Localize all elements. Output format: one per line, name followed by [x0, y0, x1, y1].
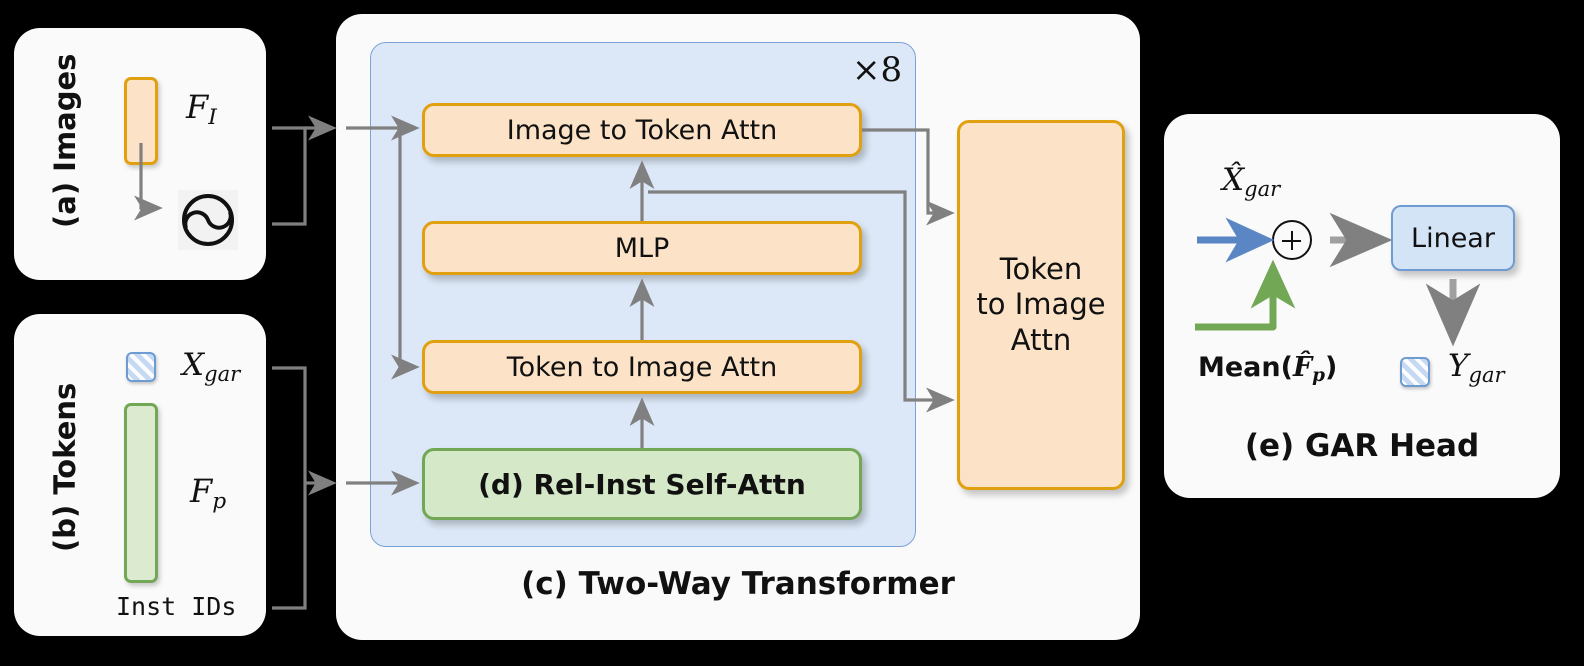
- prompt-feature-symbol: Fp: [190, 472, 226, 514]
- panel-tokens-label: (b) Tokens: [48, 382, 82, 552]
- box-image-to-token-attn[interactable]: Image to Token Attn: [422, 103, 862, 157]
- box-token-to-image-attn[interactable]: Token to Image Attn: [422, 340, 862, 394]
- mean-prefix: Mean(: [1198, 352, 1293, 383]
- mean-suffix: ): [1324, 352, 1338, 383]
- repeat-count-label: ×8: [852, 50, 903, 90]
- linear-layer-box[interactable]: Linear: [1391, 205, 1515, 271]
- box-token-to-image-attn-output[interactable]: Token to Image Attn: [957, 120, 1125, 490]
- gar-output-symbol: Ygar: [1448, 348, 1505, 387]
- gar-output-symbol-sub: gar: [1468, 361, 1505, 387]
- prompt-feature-bar: [124, 403, 158, 583]
- prompt-feature-symbol-sub: p: [212, 489, 227, 515]
- panel-two-way-transformer-caption: (c) Two-Way Transformer: [521, 566, 955, 602]
- gar-output-swatch-icon: [1400, 357, 1430, 387]
- image-feature-symbol-main: F: [186, 88, 209, 126]
- image-encoder-icon: [178, 190, 238, 254]
- gar-head-input-top-main: X̂: [1222, 162, 1245, 198]
- inst-ids-label: Inst IDs: [116, 592, 237, 621]
- box-token-to-image-attn-output-line2: to Image: [976, 287, 1106, 322]
- box-token-to-image-attn-output-line3: Attn: [1010, 322, 1072, 357]
- box-mlp[interactable]: MLP: [422, 221, 862, 275]
- prompt-feature-symbol-main: F: [190, 472, 213, 510]
- gar-token-symbol-main: X: [182, 347, 205, 383]
- box-rel-inst-self-attn[interactable]: (d) Rel-Inst Self-Attn: [422, 448, 862, 520]
- gar-output-symbol-main: Y: [1448, 348, 1469, 384]
- box-token-to-image-attn-output-line1: Token: [999, 251, 1083, 286]
- panel-images: (a) Images FI: [14, 28, 266, 280]
- gar-token-swatch-icon: [126, 352, 156, 382]
- image-feature-bar: [124, 77, 158, 165]
- panel-gar-head-caption: (e) GAR Head: [1244, 428, 1480, 464]
- panel-images-label: (a) Images: [48, 53, 82, 228]
- gar-token-symbol-sub: gar: [204, 360, 241, 386]
- gar-head-input-bottom-symbol: Mean(F̂p): [1198, 352, 1337, 386]
- mean-arg-sub: p: [1312, 365, 1325, 387]
- panel-tokens: (b) Tokens Xgar Fp Inst IDs: [14, 314, 266, 636]
- sum-operator-icon: [1272, 220, 1312, 260]
- gar-head-input-top-sub: gar: [1244, 175, 1281, 201]
- mean-arg-main: F̂: [1292, 352, 1313, 383]
- image-feature-symbol-sub: I: [208, 105, 217, 131]
- image-feature-symbol: FI: [186, 88, 217, 130]
- gar-head-input-top-symbol: X̂gar: [1222, 162, 1280, 201]
- gar-token-symbol: Xgar: [182, 347, 240, 386]
